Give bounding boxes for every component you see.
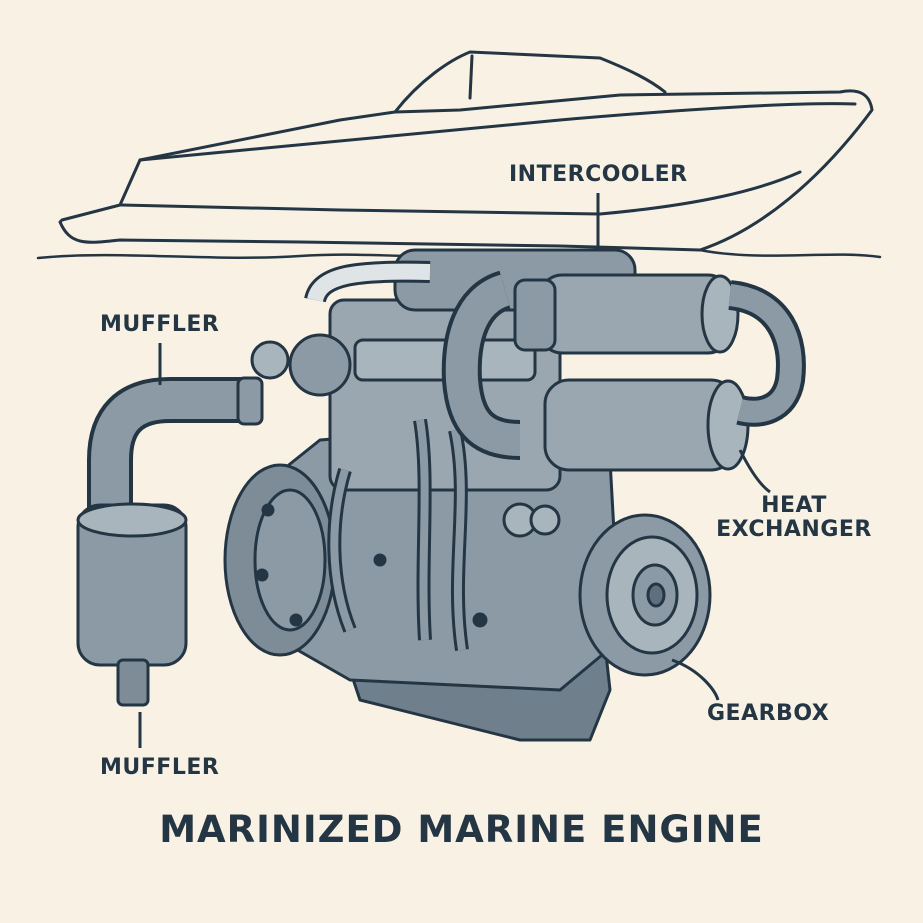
intercooler-label: INTERCOOLER — [509, 162, 688, 187]
boat-hull-icon — [58, 50, 874, 252]
heat-exchanger-icon — [441, 270, 806, 472]
engine-block-icon — [223, 248, 637, 742]
intercooler-icon — [513, 273, 740, 355]
page-title: MARINIZED MARINE ENGINE — [159, 808, 764, 851]
muffler-label-top: MUFFLER — [100, 312, 220, 337]
water-line-icon — [36, 248, 882, 260]
heat-exchanger-label: HEAT EXCHANGER — [704, 494, 884, 542]
heat-exchanger-label-line2: EXCHANGER — [716, 516, 872, 542]
leader-lines — [138, 193, 771, 748]
heat-exchanger-label-line1: HEAT — [761, 493, 827, 518]
muffler-label-bottom: MUFFLER — [100, 755, 220, 780]
muffler-icon — [76, 376, 264, 707]
gearbox-label: GEARBOX — [707, 701, 830, 726]
gearbox-pulley-icon — [578, 513, 712, 677]
